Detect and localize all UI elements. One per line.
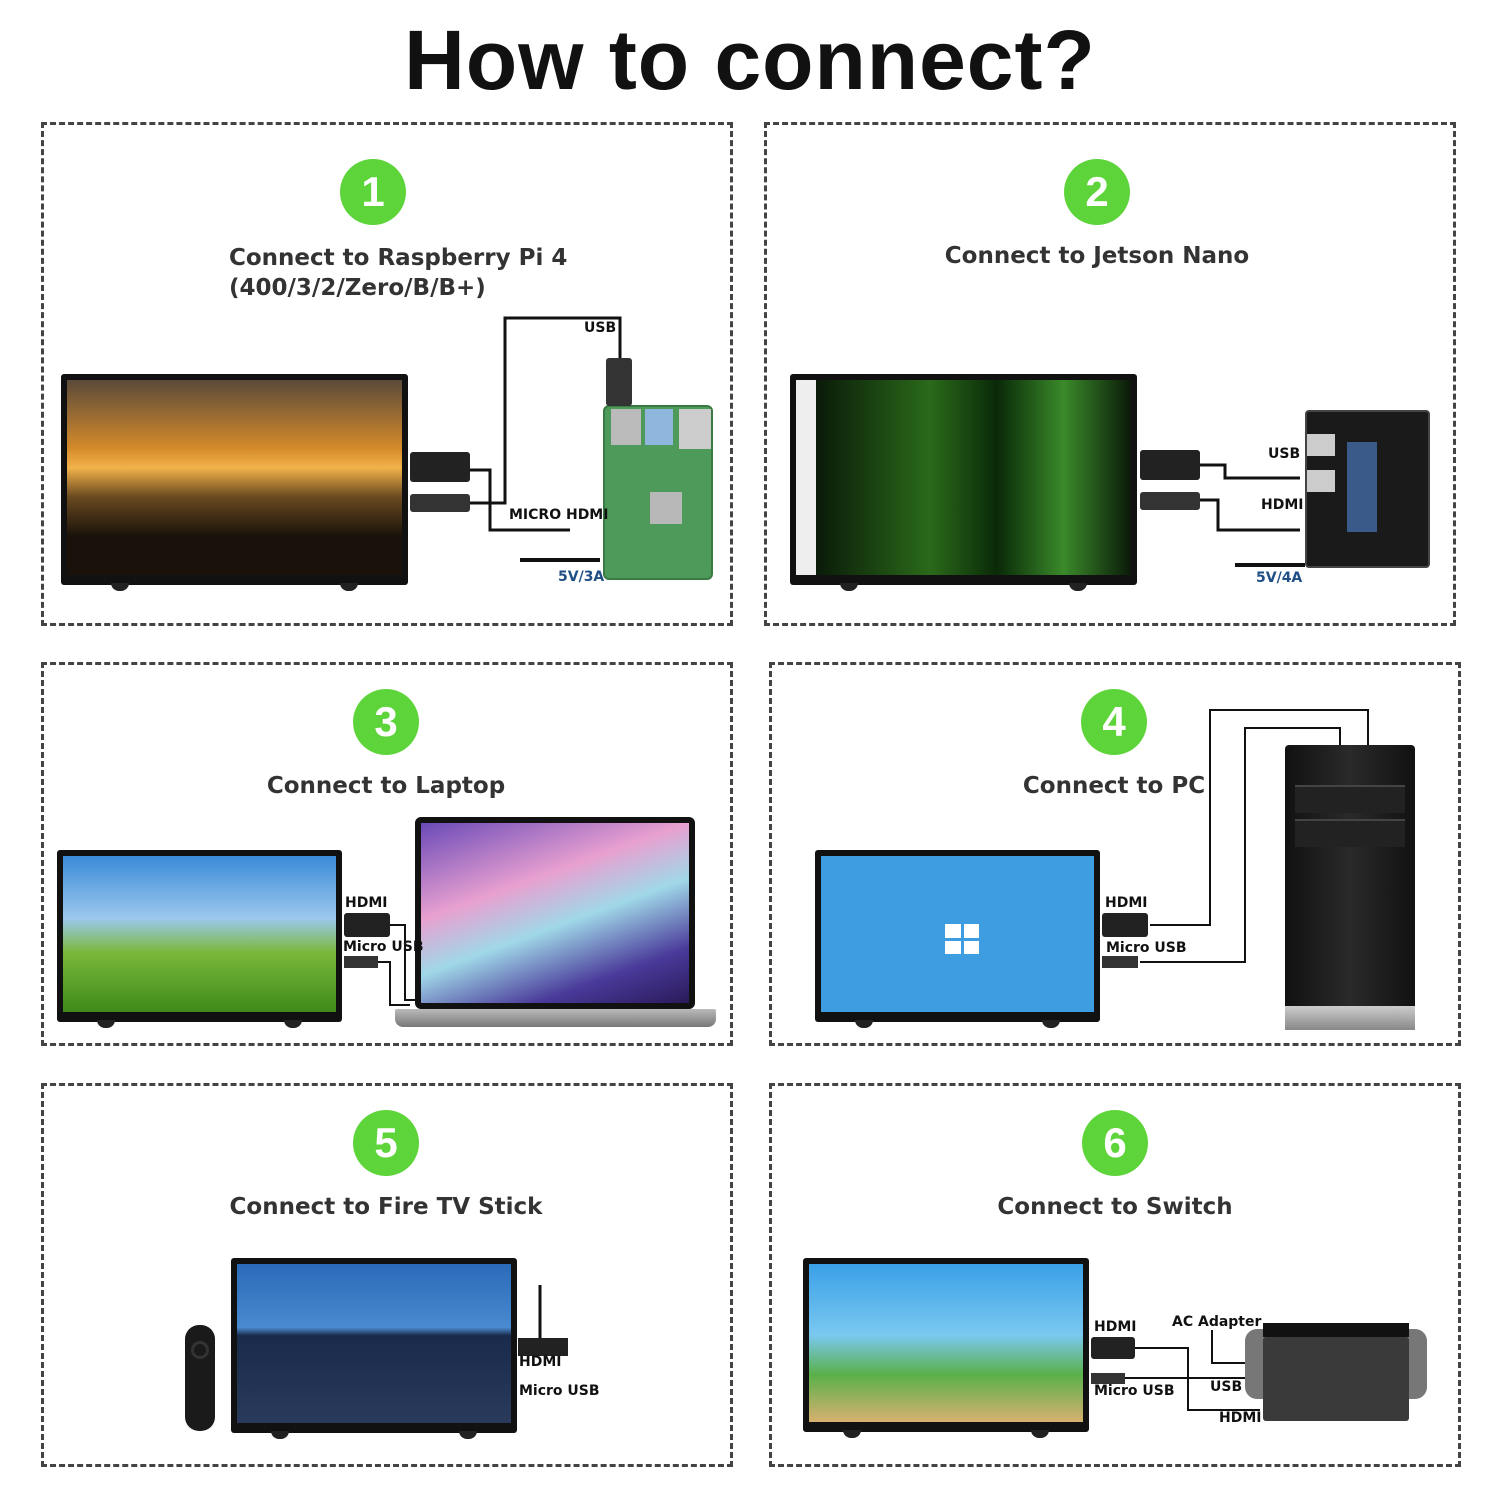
label-hdmi-dock: HDMI [1219,1410,1262,1426]
usb-connector [1140,492,1200,510]
monitor-screen-fire-tv [237,1264,511,1423]
pc-tower [1285,745,1415,1030]
label-hdmi: HDMI [1261,497,1304,513]
panel-fire-tv [41,1083,733,1467]
monitor [231,1258,517,1439]
panel-title-line: (400/3/2/Zero/B/B+) [229,275,486,301]
fire-tv-stick [518,1338,568,1356]
label-hdmi: HDMI [1105,895,1148,911]
panel-title: Connect to Fire TV Stick [229,1194,543,1220]
panel-laptop [41,662,733,1046]
monitor-screen-mario [809,1264,1083,1422]
monitor [790,374,1137,591]
label-power: 5V/4A [1256,570,1303,586]
monitor-screen-sunset [67,380,402,575]
fire-tv-remote [185,1325,215,1431]
monitor-screen-grass [63,856,336,1012]
label-hdmi: HDMI [1094,1319,1137,1335]
laptop-screen [421,823,689,1003]
monitor [57,850,342,1028]
hdmi-connector [1102,913,1148,937]
label-usb: USB [1210,1379,1243,1395]
step-number-badge: 6 [1082,1110,1148,1176]
hdmi-connector [1140,450,1200,480]
raspberry-pi-board [603,405,713,580]
label-micro-usb: Micro USB [1094,1383,1175,1399]
panel-title: Connect to Laptop [266,773,506,799]
step-number-badge: 3 [353,689,419,755]
panel-title: Connect to Jetson Nano [944,243,1250,269]
label-micro-usb: Micro USB [1106,940,1187,956]
label-hdmi: HDMI [345,895,388,911]
laptop [415,817,695,1009]
step-number-badge: 5 [353,1110,419,1176]
step-number-badge: 1 [340,159,406,225]
panel-title-line: Connect to Raspberry Pi 4 [229,245,568,271]
label-usb: USB [1268,446,1301,462]
usb-connector [1102,956,1138,968]
monitor [803,1258,1089,1438]
label-micro-usb: Micro USB [519,1383,600,1399]
panel-raspberry-pi [41,122,733,626]
usb-connector [344,956,378,968]
jetson-nano-board [1305,410,1430,568]
hdmi-connector [410,452,470,482]
page-title: How to connect? [404,13,1096,107]
label-power: 5V/3A [558,569,605,585]
monitor-screen-nvidia [796,380,1131,575]
usb-connector [410,494,470,512]
monitor [815,850,1100,1028]
label-micro-usb: Micro USB [343,939,424,955]
label-usb: USB [584,320,617,336]
laptop-keyboard-base [395,1009,716,1027]
hdmi-connector [344,913,390,937]
step-number-badge: 2 [1064,159,1130,225]
label-hdmi: HDMI [519,1354,562,1370]
label-ac-adapter: AC Adapter [1172,1314,1262,1330]
monitor-screen-windows [821,856,1094,1012]
panel-pc [769,662,1461,1046]
label-micro-hdmi: MICRO HDMI [509,507,609,523]
usb-connector [1091,1373,1125,1384]
panel-jetson-nano [764,122,1456,626]
windows-logo-icon [945,924,979,954]
panel-switch [769,1083,1461,1467]
panel-title: Connect to Raspberry Pi 4 (400/3/2/Zero/… [229,243,567,303]
usb-plug [606,358,632,406]
panel-title: Connect to Switch [997,1194,1233,1220]
monitor [61,374,408,591]
step-number-badge: 4 [1081,689,1147,755]
nintendo-switch-dock [1245,1323,1427,1421]
panel-title: Connect to PC [1022,773,1206,799]
hdmi-connector [1091,1337,1135,1359]
